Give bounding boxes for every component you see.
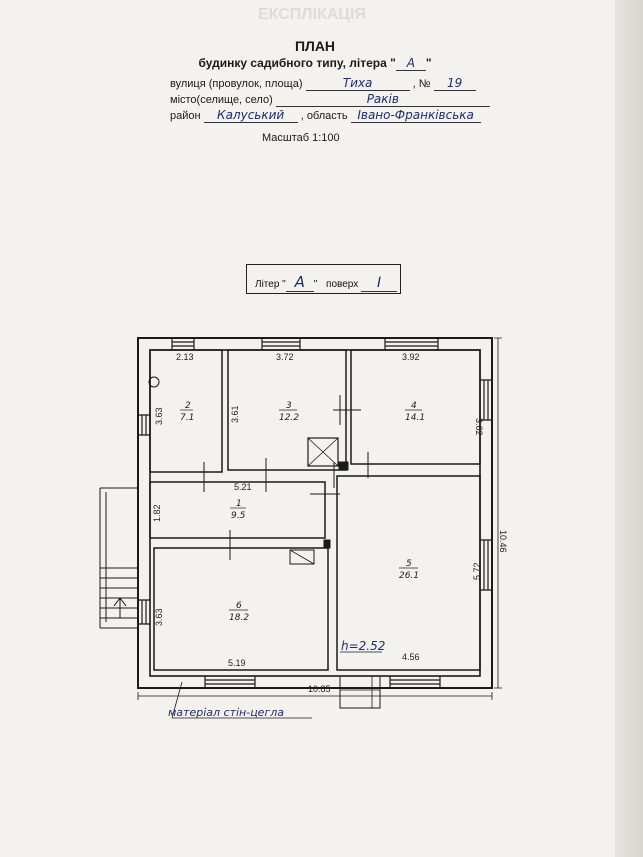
subtitle-prefix: будинку садибного типу, літера " — [198, 56, 396, 70]
district-line: район Калуський , область Івано-Франківс… — [170, 108, 481, 123]
district-label: район — [170, 110, 201, 122]
bottom-porch — [339, 675, 381, 709]
wall-material-note: матеріал стін-цегла — [168, 706, 284, 719]
inner-wall-outline — [149, 349, 481, 677]
dim-r3-height: 3.61 — [230, 405, 240, 423]
room-3-area: 12.2 — [279, 413, 299, 423]
room-2-walls — [149, 349, 223, 473]
room-5-area: 26.1 — [399, 571, 419, 581]
legend-floor-value: I — [361, 275, 398, 292]
plan-subtitle: будинку садибного типу, літера "А" — [0, 56, 630, 71]
room-5-walls — [336, 475, 481, 671]
dim-total-height: 10.46 — [498, 530, 508, 553]
subtitle-litera: А — [395, 56, 426, 71]
room-6-walls — [153, 547, 329, 671]
room-4-walls — [350, 349, 481, 465]
dim-r3-width: 3.72 — [276, 352, 294, 362]
legend-floor-label: поверх — [326, 279, 359, 290]
street-label: вулиця (провулок, площа) — [170, 78, 303, 90]
windows — [138, 338, 492, 688]
dim-r5-width: 4.56 — [402, 652, 420, 662]
street-line: вулиця (провулок, площа) Тиха , № 19 — [170, 76, 476, 91]
outer-wall-outline — [137, 337, 493, 689]
stove-marker — [338, 461, 349, 471]
dim-r2-width: 2.13 — [176, 352, 194, 362]
room-3-id: 3 — [286, 401, 292, 411]
city-label: місто(селище, село) — [170, 94, 273, 106]
room-6-area: 18.2 — [229, 613, 249, 623]
dim-r1-height: 1.82 — [152, 504, 162, 522]
dimension-lines — [137, 337, 502, 719]
room-1-id: 1 — [236, 499, 242, 509]
street-value: Тиха — [305, 76, 410, 91]
room-2-id: 2 — [185, 401, 191, 411]
dim-r1-width: 5.21 — [234, 482, 252, 492]
subtitle-suffix: " — [425, 56, 432, 70]
scale-label: Масштаб 1:100 — [262, 132, 340, 144]
room-6-id: 6 — [236, 601, 242, 611]
legend-litera-label: Літер " — [255, 279, 286, 290]
legend-litera-close: " — [313, 279, 318, 290]
ceiling-height: h=2.52 — [341, 639, 385, 653]
oblast-label: , область — [300, 110, 348, 122]
dim-r6-width: 5.19 — [228, 658, 246, 668]
room-5-id: 5 — [406, 559, 412, 569]
dim-r2-height: 3.63 — [154, 407, 164, 425]
bleed-through-title: ЕКСПЛІКАЦІЯ — [258, 6, 366, 23]
document-sheet: ЕКСПЛІКАЦІЯ ПЛАН будинку садибного типу,… — [0, 0, 630, 857]
door-marks — [137, 395, 369, 560]
room-4-area: 14.1 — [405, 413, 425, 423]
boiler-fixture — [289, 549, 315, 565]
district-value: Калуський — [203, 108, 298, 123]
room-4-id: 4 — [411, 401, 417, 411]
dim-r4-width: 3.92 — [402, 352, 420, 362]
dim-r4-height: 3.62 — [474, 418, 484, 436]
room-2-area: 7.1 — [180, 413, 194, 423]
plan-title: ПЛАН — [294, 38, 336, 54]
city-value: Раків — [275, 92, 490, 107]
oblast-value: Івано-Франківська — [350, 108, 481, 123]
round-fixture — [148, 376, 160, 388]
dim-total-width: 10.85 — [308, 684, 331, 694]
room-1-area: 9.5 — [231, 511, 246, 521]
binder-edge — [615, 0, 643, 857]
legend-litera-value: А — [285, 273, 314, 292]
city-line: місто(селище, село) Раків — [170, 92, 490, 107]
number-value: 19 — [433, 76, 476, 91]
stove-fixture — [307, 437, 339, 467]
number-label: , № — [412, 78, 431, 90]
dim-r5-height: 5.72 — [472, 562, 482, 580]
left-porch-stairs — [99, 487, 138, 629]
dim-r6-height: 3.63 — [154, 608, 164, 626]
litera-floor-box: Літер "А" поверх I — [246, 264, 401, 294]
